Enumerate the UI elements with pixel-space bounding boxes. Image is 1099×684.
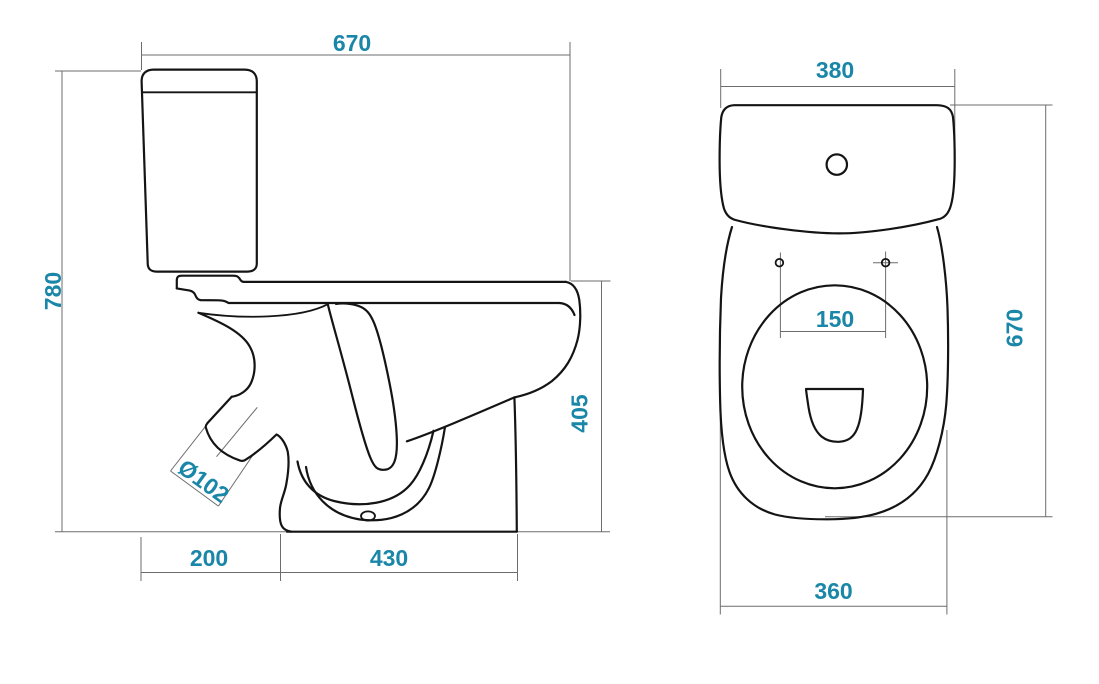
svg-text:430: 430 [370,545,408,571]
svg-text:670: 670 [333,30,371,56]
svg-text:380: 380 [816,57,854,83]
svg-text:150: 150 [816,306,854,332]
svg-text:670: 670 [1002,309,1028,347]
svg-text:780: 780 [40,272,66,310]
svg-text:Ø102: Ø102 [173,454,234,508]
svg-text:360: 360 [814,578,852,604]
svg-text:200: 200 [190,545,228,571]
svg-text:405: 405 [567,394,593,433]
